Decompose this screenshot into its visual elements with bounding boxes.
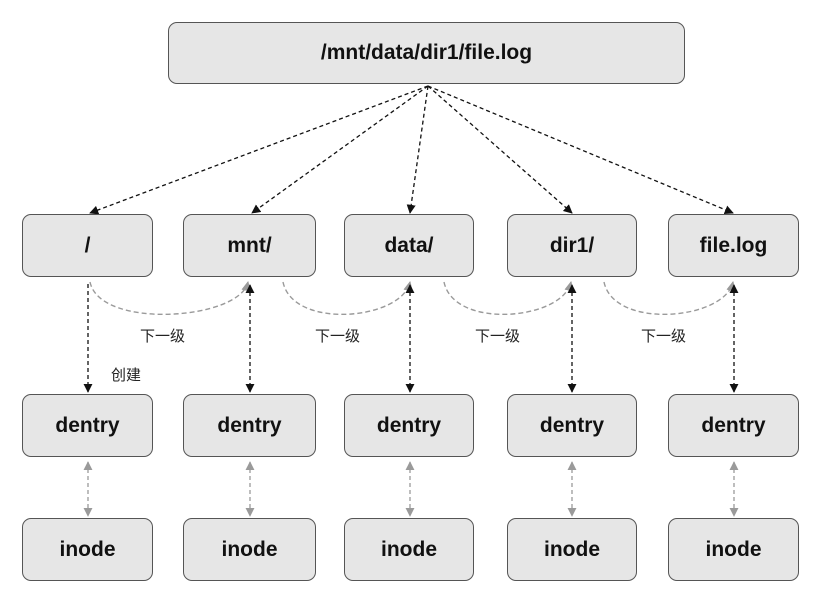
inode-box-2: inode: [183, 518, 316, 581]
root-path-box: /mnt/data/dir1/file.log: [168, 22, 685, 84]
curve-seg2-to-seg3: [282, 281, 413, 316]
dentry-box-5: dentry: [668, 394, 799, 457]
next-level-curves: [89, 281, 736, 316]
dentry-label: dentry: [376, 413, 442, 437]
curve-seg4-to-seg5: [603, 281, 736, 316]
segment-label: mnt/: [227, 233, 272, 257]
segment-label: data/: [384, 233, 434, 257]
next-level-label-1: 下一级: [140, 327, 186, 345]
dentry-box-2: dentry: [183, 394, 316, 457]
arrow-root-to-seg-3: [406, 85, 429, 214]
segment-box-4: dir1/: [507, 214, 637, 277]
inode-box-5: inode: [668, 518, 799, 581]
next-level-label-2: 下一级: [315, 327, 361, 345]
arrow-root-to-seg-4: [427, 85, 573, 214]
segment-box-2: mnt/: [183, 214, 316, 277]
inode-label: inode: [381, 537, 437, 561]
dentry-label: dentry: [217, 413, 282, 437]
next-level-label-3: 下一级: [475, 327, 521, 345]
curve-seg3-to-seg4: [443, 281, 574, 316]
dentry-label: dentry: [539, 413, 605, 437]
segment-box-1: /: [22, 214, 153, 277]
inode-box-1: inode: [22, 518, 153, 581]
inode-label: inode: [544, 537, 600, 561]
dentry-label: dentry: [55, 413, 120, 437]
segment-box-5: file.log: [668, 214, 799, 277]
inode-label: inode: [59, 537, 116, 561]
root-path-label: /mnt/data/dir1/file.log: [320, 41, 533, 64]
dentry-label: dentry: [701, 413, 766, 437]
dentry-box-4: dentry: [507, 394, 637, 457]
next-level-label-4: 下一级: [641, 327, 687, 345]
segment-label: file.log: [699, 233, 768, 257]
segment-to-dentry-arrows: [83, 284, 739, 393]
create-label: 创建: [111, 366, 142, 384]
segment-label: dir1/: [549, 233, 595, 257]
inode-label: inode: [705, 537, 762, 561]
segment-box-3: data/: [344, 214, 474, 277]
root-to-segment-arrows: [89, 85, 734, 215]
dentry-to-inode-arrows: [83, 461, 739, 517]
dentry-box-3: dentry: [344, 394, 474, 457]
arrow-root-to-seg-1: [89, 85, 429, 215]
arrow-root-to-seg-2: [251, 85, 429, 214]
segment-label: /: [84, 233, 91, 257]
arrow-root-to-seg-5: [427, 85, 734, 215]
inode-box-4: inode: [507, 518, 637, 581]
curve-seg1-to-seg2: [89, 281, 251, 315]
dentry-box-1: dentry: [22, 394, 153, 457]
inode-box-3: inode: [344, 518, 474, 581]
inode-label: inode: [221, 537, 278, 561]
